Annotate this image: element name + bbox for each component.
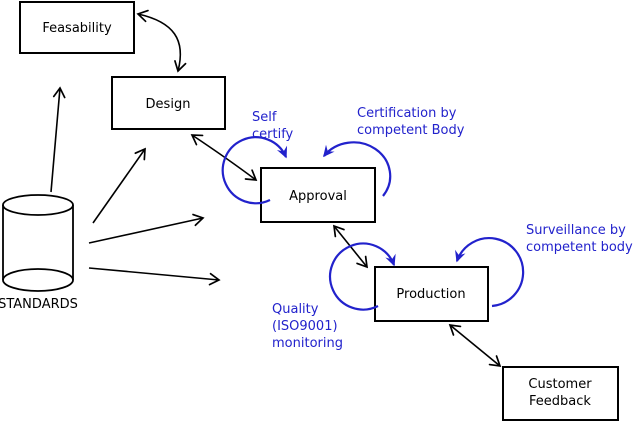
self-certify-line1: Self	[252, 110, 277, 125]
customer-feedback-box	[502, 366, 619, 421]
node-customer-feedback: Customer Feedback	[502, 366, 619, 421]
self-certify-loop-arrow	[221, 136, 288, 205]
cylinder-top-ellipse	[2, 194, 74, 216]
arrow-standards-production	[88, 267, 221, 286]
feasability-label: Feasability	[42, 21, 112, 36]
standards-label: STANDARDS	[0, 297, 78, 312]
node-approval: Approval	[260, 167, 376, 223]
arrow-standards-approval	[88, 213, 205, 244]
surveillance-loop-arrow	[455, 237, 525, 308]
node-production: Production	[374, 266, 489, 322]
quality-monitoring-line3: monitoring	[272, 336, 343, 351]
surveillance-line2: competent body	[526, 240, 633, 255]
design-label: Design	[146, 97, 191, 112]
cylinder-bottom-ellipse	[2, 268, 74, 292]
quality-monitoring-annotation: Quality (ISO9001) monitoring	[272, 302, 343, 351]
quality-loop-arrow	[329, 242, 396, 311]
feasability-box	[19, 1, 135, 54]
customer-feedback-label-line2: Feedback	[529, 394, 591, 409]
quality-monitoring-line2: (ISO9001)	[272, 319, 338, 334]
surveillance-annotation: Surveillance by competent body	[526, 223, 633, 255]
certification-loop-arrow	[323, 141, 392, 197]
arrow-standards-design	[92, 147, 146, 224]
arrow-design-approval	[190, 134, 258, 181]
quality-monitoring-line1: Quality	[272, 302, 319, 317]
node-feasability: Feasability	[19, 1, 135, 54]
node-design: Design	[111, 76, 226, 130]
production-label: Production	[396, 287, 465, 302]
arrow-production-customer-feedback	[448, 323, 502, 368]
arrow-standards-feasability	[50, 86, 66, 193]
certification-line1: Certification by	[357, 106, 457, 121]
self-certify-annotation: Self certify	[252, 110, 294, 142]
surveillance-line1: Surveillance by	[526, 223, 626, 238]
design-box	[111, 76, 226, 130]
approval-box	[260, 167, 376, 223]
customer-feedback-label-line1: Customer	[528, 377, 592, 392]
standards-cylinder: STANDARDS	[0, 194, 78, 312]
arrow-feasability-design	[136, 9, 187, 73]
certification-line2: competent Body	[357, 123, 465, 138]
approval-label: Approval	[289, 189, 347, 204]
self-certify-line2: certify	[252, 127, 294, 142]
production-box	[374, 266, 489, 322]
certification-annotation: Certification by competent Body	[357, 106, 465, 138]
